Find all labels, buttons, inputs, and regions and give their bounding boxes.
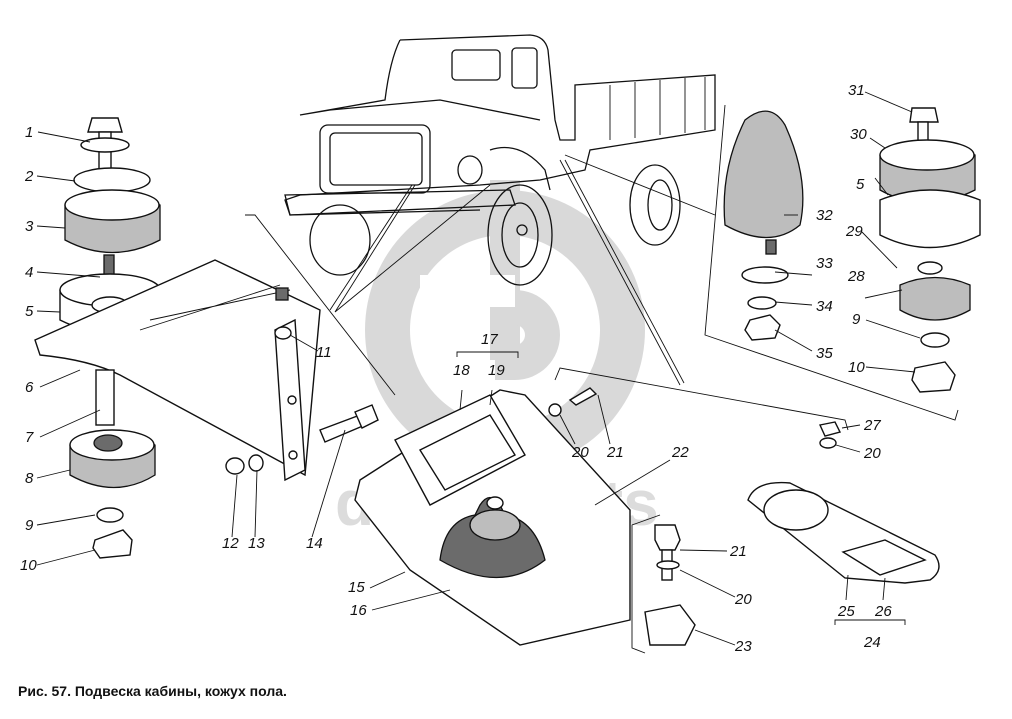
- callout-31: 31: [848, 82, 865, 99]
- callout-20: 20: [571, 444, 589, 461]
- callout-25: 25: [837, 603, 855, 620]
- group-line-fastener: [631, 514, 661, 654]
- callout-32: 32: [816, 207, 833, 224]
- hatch-cover-assembly: [747, 421, 940, 584]
- callout-6: 6: [25, 379, 34, 396]
- left-mount-assembly: [34, 117, 379, 559]
- callout-26: 26: [874, 603, 892, 620]
- callout-21-lower: 21: [729, 543, 747, 560]
- truck-illustration: [284, 34, 716, 386]
- callout-30: 30: [850, 126, 867, 143]
- callout-2: 2: [24, 168, 34, 185]
- callout-23: 23: [734, 638, 752, 655]
- callout-34: 34: [816, 298, 833, 315]
- callout-7: 7: [25, 429, 34, 446]
- callout-16: 16: [350, 602, 367, 619]
- callout-5-right: 5: [856, 176, 865, 193]
- callout-10: 10: [20, 557, 37, 574]
- callout-17: 17: [481, 331, 498, 348]
- callout-14: 14: [306, 535, 323, 552]
- callout-29: 29: [845, 223, 863, 240]
- callout-20-lower: 20: [734, 591, 752, 608]
- callout-5: 5: [25, 303, 34, 320]
- callout-10-right: 10: [848, 359, 865, 376]
- callout-20-hatch: 20: [863, 445, 881, 462]
- callout-19: 19: [488, 362, 505, 379]
- callout-11: 11: [316, 344, 332, 361]
- callout-18: 18: [453, 362, 470, 379]
- floor-cover-assembly: [354, 387, 696, 646]
- callout-24: 24: [863, 634, 881, 651]
- callout-33: 33: [816, 255, 833, 272]
- leader-lines: [36, 91, 921, 646]
- callout-4: 4: [25, 264, 33, 281]
- group-line-right: [704, 104, 959, 421]
- callout-15: 15: [348, 579, 365, 596]
- watermark-logo-icon: [365, 180, 645, 470]
- callout-27: 27: [863, 417, 881, 434]
- group-line-bottom: [554, 367, 849, 431]
- right-mount-assembly: [723, 107, 981, 393]
- callout-28: 28: [847, 268, 865, 285]
- callout-9: 9: [25, 517, 34, 534]
- callout-21: 21: [606, 444, 624, 461]
- callout-1: 1: [25, 124, 33, 141]
- figure-caption: Рис. 57. Подвеска кабины, кожух пола.: [18, 683, 287, 699]
- callout-22: 22: [671, 444, 689, 461]
- group-line-left: [245, 214, 396, 396]
- callout-3: 3: [25, 218, 34, 235]
- callout-13: 13: [248, 535, 265, 552]
- callout-9-right: 9: [852, 311, 861, 328]
- callout-35: 35: [816, 345, 833, 362]
- callout-8: 8: [25, 470, 34, 487]
- callout-12: 12: [222, 535, 239, 552]
